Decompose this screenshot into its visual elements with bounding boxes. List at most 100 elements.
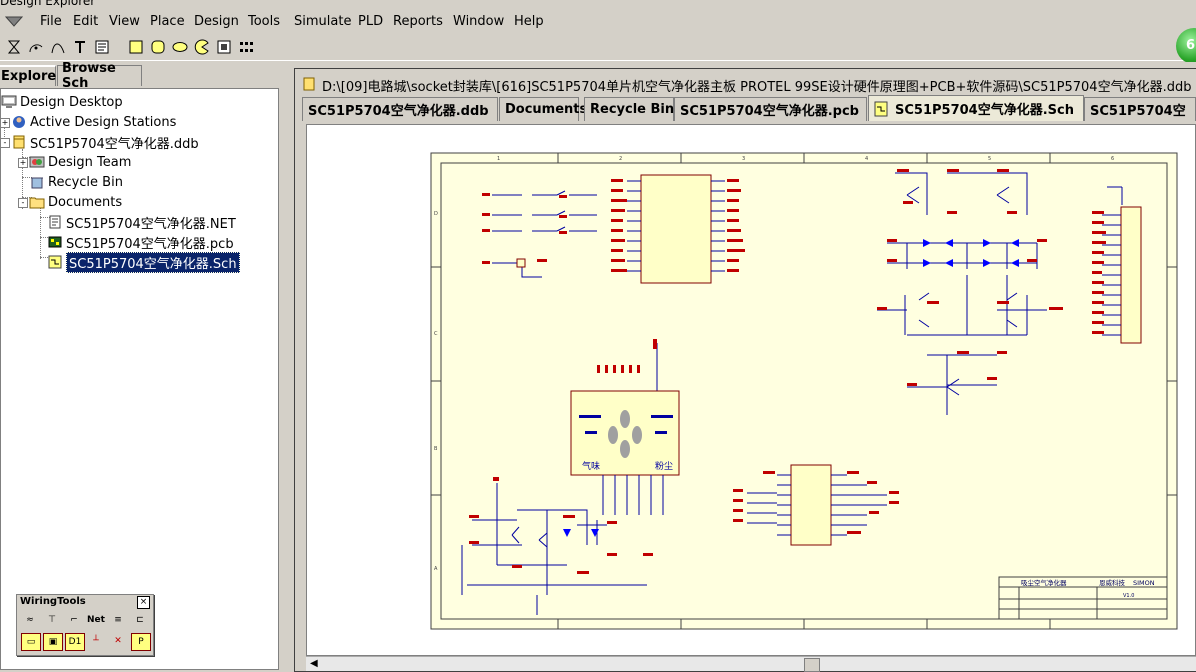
part-tool[interactable]: D1 [65, 633, 85, 651]
scroll-left-icon[interactable]: ◀ [310, 658, 318, 669]
netlist-file-icon [49, 215, 61, 229]
horizontal-scrollbar[interactable]: ◀ [306, 656, 1196, 672]
directive-tool[interactable]: P [131, 633, 151, 651]
no-erc-tool[interactable]: ✕ [114, 636, 122, 646]
driver-ic-pins [747, 474, 887, 536]
globe-icon[interactable]: 6 [1176, 28, 1196, 64]
tree-line [22, 197, 32, 198]
menu-window[interactable]: Window [453, 14, 505, 29]
tree-item-active-design-stations[interactable]: Active Design Stations [11, 113, 176, 131]
tab-recycle-bin[interactable]: Recycle Bin [584, 97, 674, 121]
drawing-toolbar [0, 34, 1196, 61]
diode-row [923, 239, 1019, 267]
sensor-bars [579, 415, 673, 434]
connector-j1[interactable] [1120, 206, 1142, 344]
ground-tool[interactable]: ≡ [114, 615, 122, 625]
bezier-icon[interactable] [50, 39, 66, 55]
hourglass-icon[interactable] [6, 39, 22, 55]
driver-circuit [461, 483, 647, 615]
rectangle-icon[interactable] [128, 39, 144, 55]
collapse-icon[interactable]: - [18, 198, 28, 208]
title-block [998, 576, 1168, 620]
desktop-icon [1, 95, 17, 108]
text-icon[interactable] [72, 39, 88, 55]
title-block-title: 吸尘空气净化器 [1021, 578, 1067, 587]
schematic-canvas[interactable]: 1 2 3 4 5 6 D C B A [306, 124, 1196, 656]
title-block-version: V1.0 [1123, 593, 1134, 599]
menu-file[interactable]: File [40, 14, 62, 29]
schematic-drawing[interactable]: 1 2 3 4 5 6 D C B A [307, 125, 1195, 655]
stations-icon [13, 116, 25, 128]
document-path-bar: D:\[09]电路城\socket封装库\[616]SC51P5704单片机空气… [12, 72, 1196, 95]
tree-item-net[interactable]: SC51P5704空气净化器.NET [47, 213, 236, 232]
explorer-tree: Design Desktop + Active Design Stations … [0, 88, 279, 670]
row-label: D [434, 211, 438, 217]
graphic-icon[interactable] [216, 39, 232, 55]
sheet-entry-tool[interactable]: ▣ [43, 633, 63, 651]
tree-item-sch[interactable]: SC51P5704空气净化器.Sch [47, 251, 240, 273]
port-tool[interactable]: ⊏ [136, 615, 144, 625]
row-label: B [434, 446, 438, 452]
tab-explorer[interactable]: Explorer [0, 65, 63, 86]
tab-documents[interactable]: Documents [499, 97, 587, 121]
driver-labels [469, 477, 653, 574]
design-explorer-menu-icon[interactable] [4, 14, 24, 28]
net-label-tool[interactable]: Net [87, 615, 105, 625]
schematic-file-icon [48, 255, 62, 269]
bus-entry-tool[interactable]: ⌐ [70, 615, 78, 625]
net-markers [482, 193, 567, 264]
tab-sch[interactable]: SC51P5704空气净化器.Sch [868, 95, 1084, 121]
pie-icon[interactable] [194, 39, 210, 55]
tree-item-design-team[interactable]: Design Team [29, 153, 131, 171]
expand-icon[interactable]: + [18, 158, 28, 168]
tree-line [4, 119, 5, 143]
menu-view[interactable]: View [109, 14, 140, 29]
tree-item-documents[interactable]: Documents [29, 193, 122, 211]
close-icon[interactable]: × [137, 596, 150, 609]
tree-item-recycle-bin[interactable]: Recycle Bin [29, 173, 123, 191]
menu-reports[interactable]: Reports [393, 14, 443, 29]
menu-pld[interactable]: PLD [358, 14, 384, 29]
menu-edit[interactable]: Edit [73, 14, 99, 29]
tab-pcb[interactable]: SC51P5704空气净化器.pcb [674, 97, 867, 121]
menu-help[interactable]: Help [514, 14, 544, 29]
tree-line [22, 157, 32, 158]
wire-tool[interactable]: ≈ [26, 615, 34, 625]
rounded-rectangle-icon[interactable] [150, 39, 166, 55]
tab-ddb[interactable]: SC51P5704空气净化器.ddb [302, 97, 498, 121]
explorer-panel: Explorer Browse Sch Design Desktop + Act… [0, 61, 280, 670]
tree-line [22, 149, 23, 209]
sheet-symbol-tool[interactable]: ▭ [21, 633, 41, 651]
col-label: 5 [988, 156, 991, 162]
window-title: Design Explorer [0, 0, 96, 8]
collapse-icon[interactable]: - [0, 138, 10, 148]
switch-group [492, 190, 597, 278]
junction-tool[interactable]: ┴ [93, 636, 99, 646]
mcu-chip[interactable] [640, 174, 712, 284]
menu-simulate[interactable]: Simulate [294, 14, 352, 29]
menu-tools[interactable]: Tools [248, 14, 281, 29]
palette-title: WiringTools [17, 595, 153, 609]
array-icon[interactable] [238, 39, 254, 55]
col-label: 1 [497, 156, 500, 162]
arc-icon[interactable] [28, 39, 44, 55]
mcu-pins [627, 180, 725, 272]
label-qiwei: 气味 [582, 460, 600, 472]
ellipse-icon[interactable] [172, 39, 188, 55]
tree-item-ddb[interactable]: SC51P5704空气净化器.ddb [11, 133, 199, 152]
driver-ic[interactable] [790, 464, 832, 546]
database-icon [13, 135, 25, 149]
text-frame-icon[interactable] [94, 39, 110, 55]
sheet-border [430, 152, 1178, 630]
bus-tool[interactable]: ⊤ [48, 615, 56, 625]
tree-line [22, 177, 32, 178]
menu-place[interactable]: Place [150, 14, 185, 29]
wiring-tools-palette[interactable]: WiringTools × ≈ ⊤ ⌐ Net ≡ ⊏ ▭ ▣ D1 ┴ ✕ P [16, 594, 154, 656]
document-path: D:\[09]电路城\socket封装库\[616]SC51P5704单片机空气… [322, 80, 1192, 95]
tree-item-design-desktop[interactable]: Design Desktop [1, 93, 123, 111]
menu-design[interactable]: Design [194, 14, 239, 29]
tab-sch-2[interactable]: SC51P5704空 [1084, 97, 1196, 121]
expand-icon[interactable]: + [0, 118, 10, 128]
label-fenchen: 粉尘 [655, 460, 673, 472]
tree-item-pcb[interactable]: SC51P5704空气净化器.pcb [47, 233, 234, 252]
